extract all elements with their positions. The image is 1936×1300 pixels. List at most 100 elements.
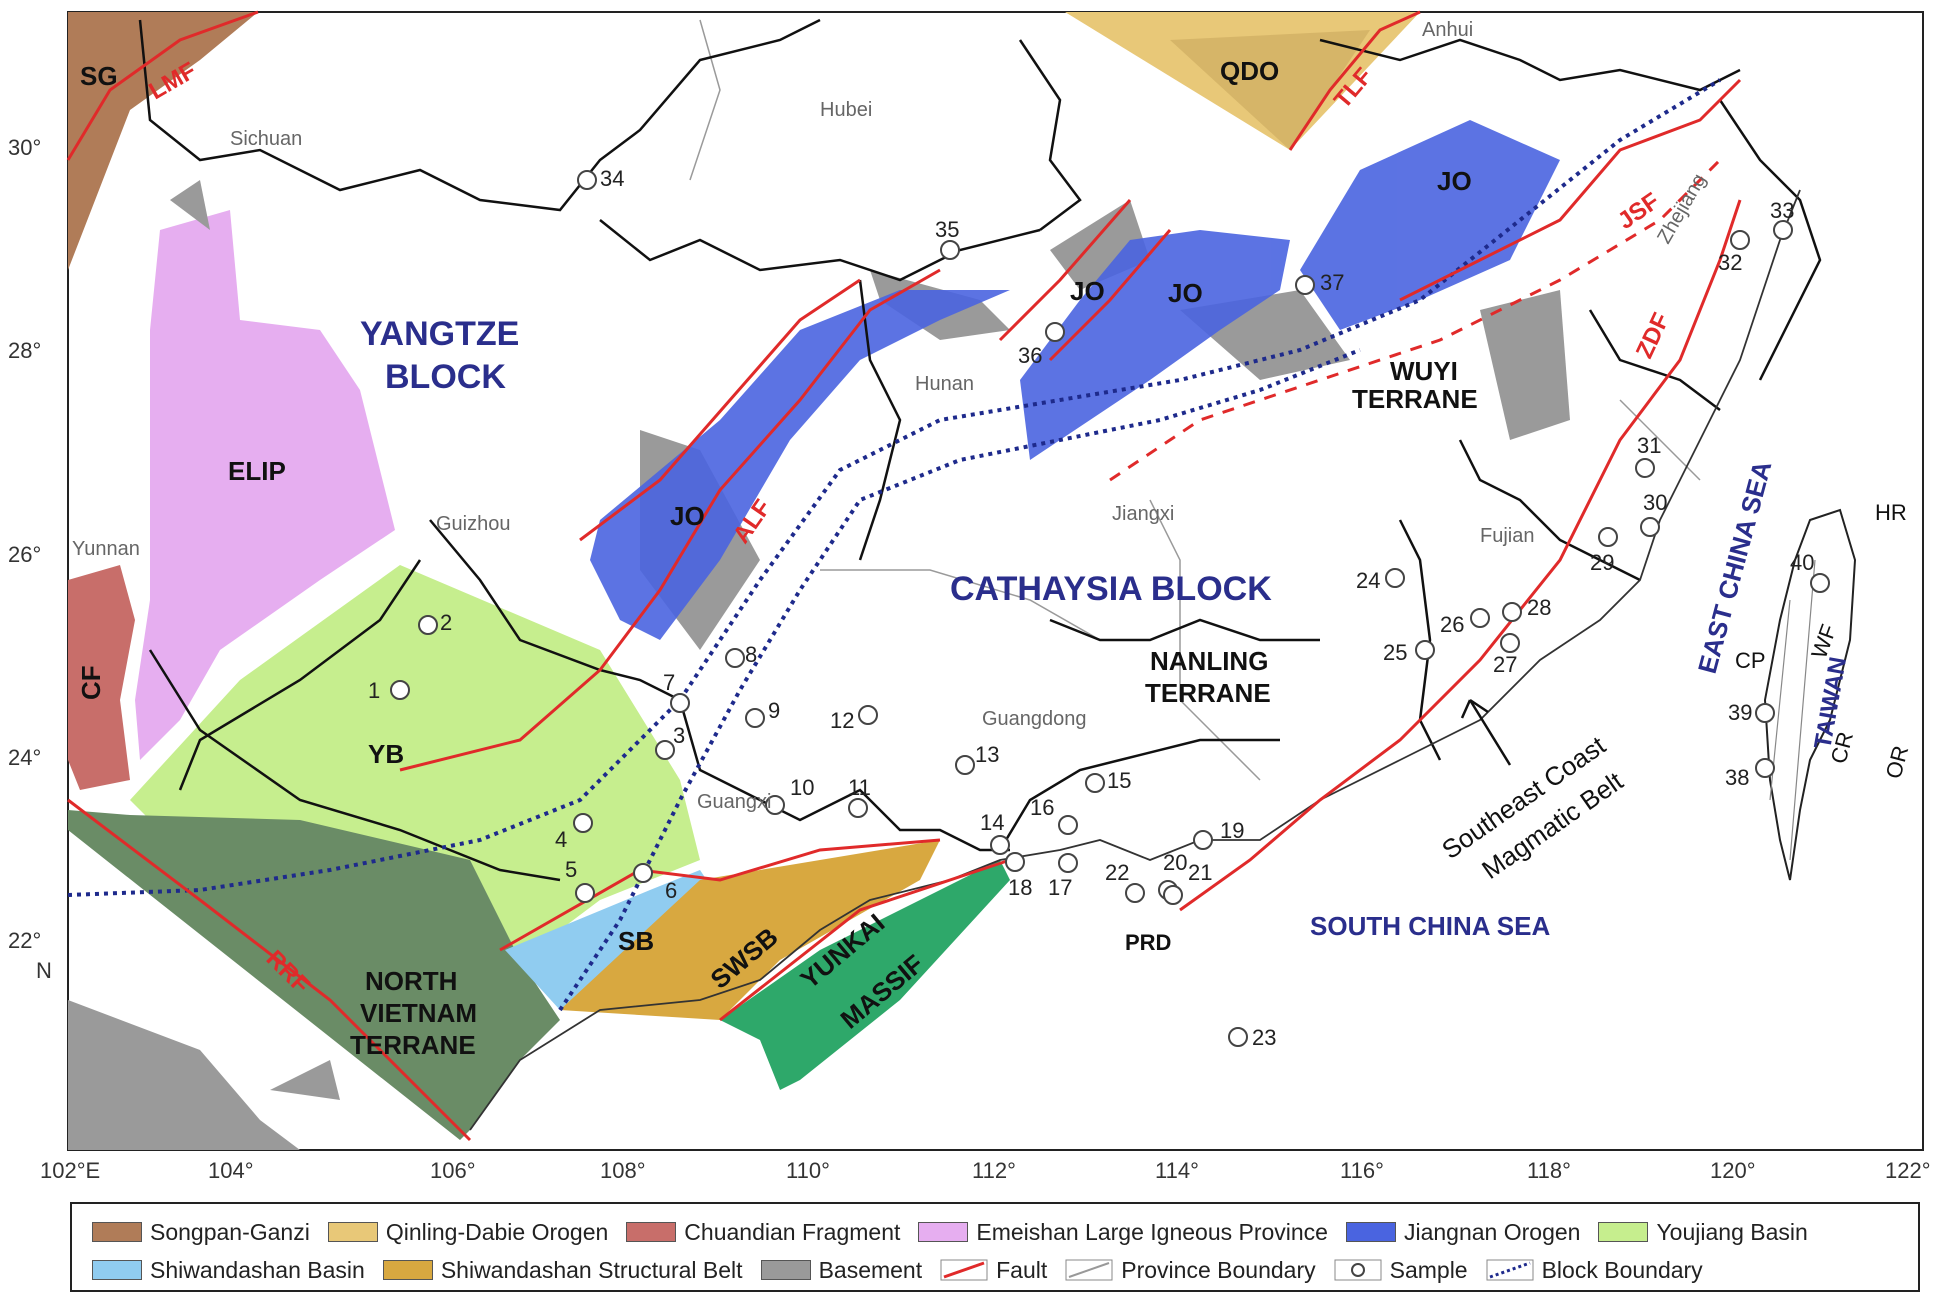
- sample-marker-31: [1635, 458, 1655, 478]
- lon-tick: 110°: [786, 1158, 830, 1183]
- magmatic-belt-arrow: [1460, 698, 1512, 766]
- lon-tick: 120°: [1710, 1158, 1756, 1183]
- lon-tick: 122°: [1885, 1158, 1931, 1183]
- sample-label: 35: [935, 217, 959, 242]
- nanling-label: NANLING: [1150, 646, 1268, 676]
- shiwandashan-basin-region: [505, 870, 720, 1010]
- legend-label: Qinling-Dabie Orogen: [385, 1218, 609, 1245]
- lat-tick: 24°: [8, 745, 41, 770]
- sample-label: 21: [1188, 860, 1212, 885]
- sample-label: 19: [1220, 818, 1244, 843]
- jo-label: JO: [670, 501, 705, 531]
- legend-swatch: [626, 1222, 677, 1242]
- legend-item-sample: Sample: [1334, 1257, 1468, 1284]
- sg-label: SG: [80, 61, 118, 91]
- sample-marker-16: [1058, 815, 1078, 835]
- jiangnan-orogen: [590, 120, 1560, 640]
- sample-marker-15: [1085, 773, 1105, 793]
- chuandian-region: [68, 565, 135, 790]
- prd-label: PRD: [1125, 930, 1171, 955]
- province-label-hubei: Hubei: [820, 99, 872, 121]
- block-swatch: [1486, 1259, 1534, 1281]
- province-swatch: [1065, 1259, 1113, 1281]
- sample-label: 13: [975, 742, 999, 767]
- emeishan-region: [135, 210, 395, 760]
- sample-marker-2: [418, 615, 438, 635]
- legend-row-1: Songpan-Ganzi Qinling-Dabie Orogen Chuan…: [92, 1216, 1826, 1248]
- legend-item-province: Province Boundary: [1065, 1257, 1316, 1284]
- qinling-dabie-inner: [1170, 30, 1370, 150]
- north-vietnam-label: VIETNAM: [360, 998, 477, 1028]
- youjiang-region: [130, 565, 700, 960]
- lon-tick: 116°: [1340, 1158, 1384, 1183]
- sample-marker-27: [1500, 633, 1520, 653]
- lat-tick: N: [36, 958, 52, 983]
- province-label-sichuan: Sichuan: [230, 128, 302, 150]
- sample-marker-5: [575, 883, 595, 903]
- qdo-label: QDO: [1220, 56, 1279, 86]
- fault-swatch: [940, 1259, 988, 1281]
- lon-tick: 112°: [972, 1158, 1016, 1183]
- sample-label: 5: [565, 857, 577, 882]
- sample-marker-22: [1125, 883, 1145, 903]
- legend-swatch: [1345, 1222, 1396, 1242]
- legend-item-basement: Basement: [760, 1257, 922, 1284]
- sample-marker-30: [1640, 517, 1660, 537]
- sample-marker-1: [390, 680, 410, 700]
- sample-label: 22: [1105, 860, 1129, 885]
- legend-label: Jiangnan Orogen: [1403, 1218, 1581, 1245]
- yangtze-label: BLOCK: [385, 358, 506, 396]
- legend-item-jiangnan: Jiangnan Orogen: [1345, 1218, 1581, 1246]
- shiwandashan-belt-region: [560, 840, 940, 1020]
- sample-marker-39: [1755, 703, 1775, 723]
- lon-tick: 104°: [208, 1158, 254, 1183]
- lon-tick: 108°: [600, 1158, 646, 1183]
- legend-label: Chuandian Fragment: [684, 1218, 901, 1245]
- sample-label: 6: [665, 878, 677, 903]
- sample-label: 27: [1493, 652, 1517, 677]
- sample-marker-36: [1045, 322, 1065, 342]
- lat-tick-labels: 30° 28° 26° 24° 22° N: [8, 135, 52, 983]
- sample-marker-13: [955, 755, 975, 775]
- sample-label: 16: [1030, 795, 1054, 820]
- sample-label: 7: [663, 670, 675, 695]
- wuyi-label: WUYI: [1390, 356, 1458, 386]
- sample-marker-11: [848, 798, 868, 818]
- sample-marker-35: [940, 240, 960, 260]
- sample-marker-21: [1163, 885, 1183, 905]
- lon-tick-labels: 102°E 104° 106° 108° 110° 112° 114° 116°…: [40, 1158, 1931, 1183]
- sample-marker-9: [745, 708, 765, 728]
- lon-tick: 102°E: [40, 1158, 100, 1183]
- sample-label: 26: [1440, 612, 1464, 637]
- sample-labels: 1 2 3 4 5 6 7 8 9 10 11 12 13 14 15 16 1…: [368, 166, 1814, 1050]
- elip-label: ELIP: [228, 456, 286, 486]
- province-borders-black: [138, 18, 1822, 882]
- jo-label: JO: [1070, 276, 1105, 306]
- legend-item-block: Block Boundary: [1486, 1257, 1703, 1284]
- legend-swatch: [327, 1222, 378, 1242]
- legend-swatch: [1598, 1222, 1649, 1242]
- sample-label: 39: [1728, 700, 1752, 725]
- sample-marker-12: [858, 705, 878, 725]
- province-label-jiangxi: Jiangxi: [1112, 503, 1174, 525]
- sample-label: 25: [1383, 640, 1407, 665]
- legend-label: Youjiang Basin: [1656, 1218, 1808, 1245]
- sample-marker-14: [990, 835, 1010, 855]
- sample-marker-26: [1470, 608, 1490, 628]
- sample-label: 4: [555, 827, 567, 852]
- legend-swatch: [918, 1222, 969, 1242]
- south-china-sea-label: SOUTH CHINA SEA: [1310, 911, 1550, 941]
- sample-label: 20: [1163, 850, 1187, 875]
- sample-marker-32: [1730, 230, 1750, 250]
- province-label-guizhou: Guizhou: [436, 513, 511, 535]
- yb-label: YB: [368, 739, 404, 769]
- cf-label: CF: [76, 665, 106, 700]
- sample-marker-7: [670, 693, 690, 713]
- sample-label: 12: [830, 708, 854, 733]
- legend-item-shiwandashan-belt: Shiwandashan Structural Belt: [382, 1257, 743, 1284]
- legend-label: Songpan-Ganzi: [150, 1218, 310, 1245]
- lon-tick: 118°: [1527, 1158, 1571, 1183]
- sample-label: 33: [1770, 198, 1794, 223]
- sample-label: 23: [1252, 1025, 1276, 1050]
- legend-swatch: [760, 1260, 811, 1280]
